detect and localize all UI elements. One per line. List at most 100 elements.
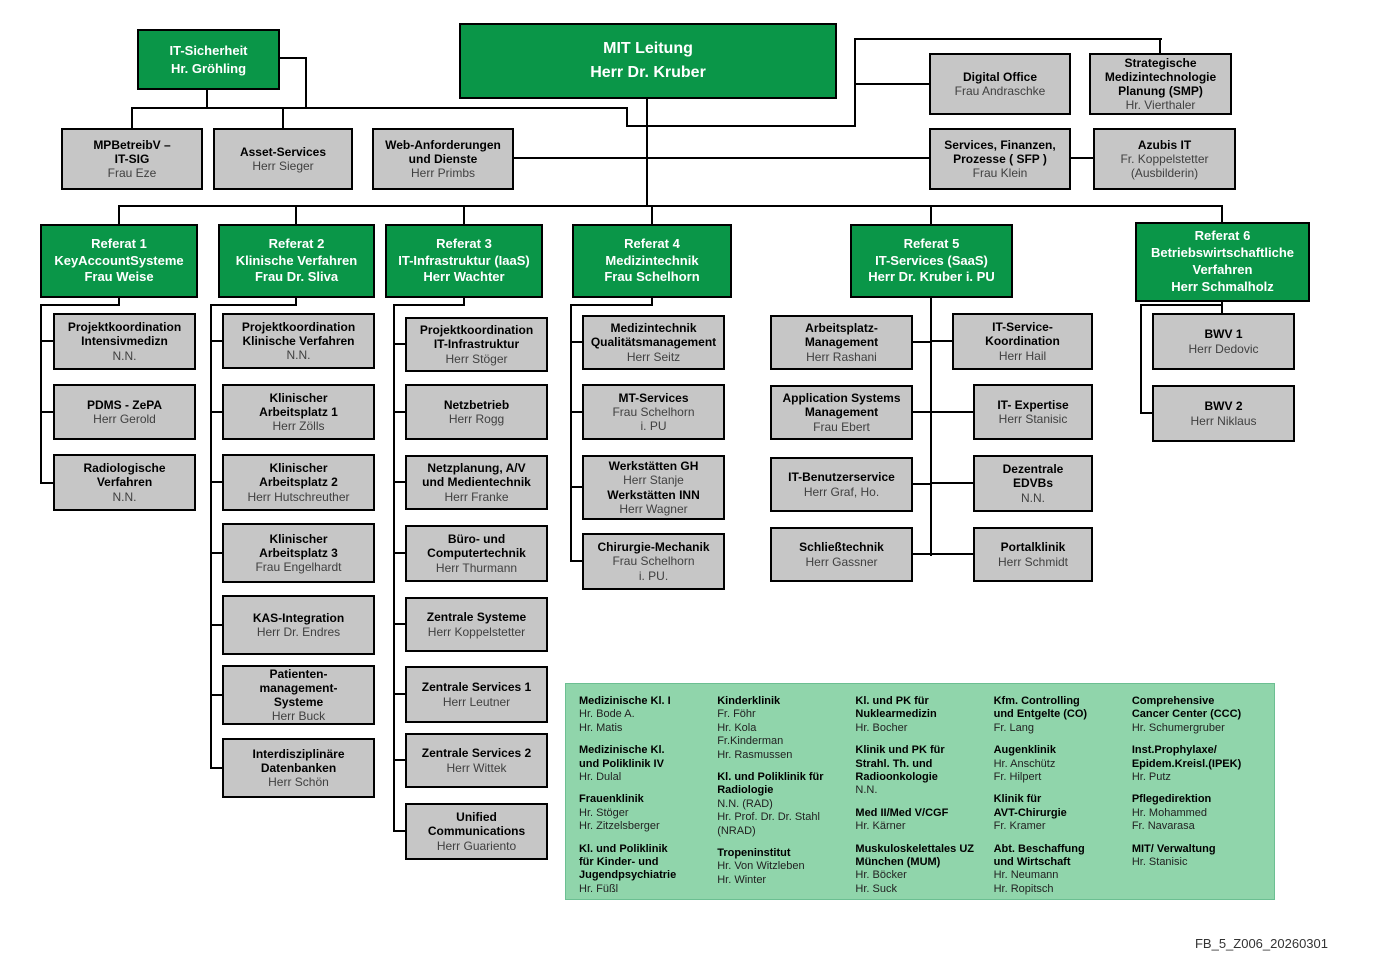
panel-group-people: Fr. Föhr Hr. Kola Fr.Kinderman Hr. Rasmu…: [717, 708, 793, 761]
org-box-line: Frau Klein: [972, 166, 1028, 181]
connector-line: [210, 304, 212, 769]
connector-line: [570, 560, 584, 562]
connector-line: [210, 340, 224, 342]
panel-group: Kl. und Poliklinik für Kinder- und Jugen…: [579, 843, 708, 897]
org-box-line: Herr Wagner: [619, 501, 688, 516]
org-box-line: Klinischer: [269, 461, 328, 476]
org-box-line: Frau Eze: [107, 166, 157, 181]
connector-line: [131, 107, 628, 109]
org-box-line: Herr Zölls: [272, 419, 325, 434]
connector-line: [1071, 157, 1093, 159]
org-box-line: management-: [259, 680, 338, 695]
org-box-line: Referat 3: [436, 235, 492, 251]
org-box-line: Hr. Vierthaler: [1125, 98, 1196, 113]
panel-group-people: N.N.: [855, 784, 878, 797]
org-box-line: Herr Wachter: [423, 269, 505, 285]
org-box-line: Klinischer: [269, 390, 328, 405]
connector-line: [913, 411, 932, 413]
panel-group-title: Kinderklinik: [717, 695, 781, 707]
panel-group-people: Hr. Dulal: [579, 771, 622, 784]
org-box-line: Klinischer: [269, 531, 328, 546]
org-box-line: Prozesse ( SFP ): [953, 151, 1047, 166]
panel-group-people: Hr. Neumann Hr. Ropitsch: [993, 869, 1059, 895]
org-box-line: Azubis IT: [1137, 137, 1192, 152]
connector-line: [854, 83, 930, 85]
connector-line: [570, 411, 584, 413]
org-box-line: KAS-Integration: [252, 610, 345, 625]
org-box-line: IT-Infrastruktur: [433, 337, 520, 352]
org-box-line: Herr Seitz: [626, 349, 681, 364]
org-box-sfp: Services, Finanzen,Prozesse ( SFP )Frau …: [929, 128, 1071, 190]
panel-group-title: Comprehensive Cancer Center (CCC): [1131, 695, 1242, 721]
connector-line: [210, 694, 224, 696]
connector-line: [40, 304, 120, 306]
org-box-line: Asset-Services: [239, 144, 327, 159]
org-box-line: Qualitätsmanagement: [590, 335, 717, 350]
org-box-line: Klinische Verfahren: [235, 252, 358, 268]
connector-line: [119, 205, 1223, 207]
org-box-line: Management: [804, 405, 879, 420]
org-box-line: (Ausbilderin): [1130, 166, 1199, 181]
connector-line: [393, 623, 407, 625]
org-box-line: KeyAccountSysteme: [54, 252, 184, 268]
org-box-line: Herr Niklaus: [1190, 413, 1257, 428]
org-box-line: Herr Koppelstetter: [427, 624, 526, 639]
connector-line: [40, 482, 55, 484]
org-box-line: Frau Dr. Sliva: [254, 269, 339, 285]
org-box-line: Netzbetrieb: [443, 397, 510, 412]
org-box-line: Verfahren: [1192, 262, 1253, 277]
connector-line: [651, 205, 653, 224]
panel-group-people: N.N. (RAD) Hr. Prof. Dr. Dr. Stahl (NRAD…: [717, 797, 820, 837]
connector-line: [626, 107, 628, 127]
org-box-line: Systeme: [273, 695, 324, 709]
connector-line: [570, 341, 584, 343]
org-box-line: BWV 1: [1204, 327, 1243, 342]
org-box-line: und Medientechnik: [422, 475, 531, 490]
org-box-line: Herr Primbs: [410, 166, 475, 181]
org-box-line: Fr. Koppelstetter: [1120, 151, 1209, 166]
org-box-line: Referat 5: [903, 235, 960, 251]
org-box-line: Planung (SMP): [1118, 84, 1203, 98]
org-box-line: Klinische Verfahren: [242, 333, 355, 348]
connector-line: [210, 304, 297, 306]
panel-group-title: Abt. Beschaffung und Wirtschaft: [993, 842, 1085, 869]
connector-line: [40, 411, 55, 413]
org-box-line: Medizintechnologie: [1104, 69, 1217, 84]
connector-line: [1140, 304, 1142, 414]
org-box-line: Referat 2: [268, 235, 325, 251]
panel-group-people: Hr. Füßl: [579, 882, 619, 895]
connector-line: [930, 340, 954, 342]
org-box-line: Herr Stöger: [445, 351, 508, 366]
panel-group-title: Frauenklinik: [579, 793, 644, 806]
org-box-line: und Dienste: [408, 151, 478, 166]
panel-group-people: Fr. Lang: [993, 721, 1034, 734]
connector-line: [646, 99, 648, 207]
connector-line: [210, 624, 224, 626]
panel-group-people: Fr. Kramer: [993, 820, 1046, 833]
panel-group-title: Klinik für AVT-Chirurgie: [993, 793, 1067, 819]
org-box-line: Management: [804, 335, 879, 350]
connector-line: [295, 205, 297, 224]
connector-line: [930, 553, 975, 555]
connector-line: [393, 759, 407, 761]
